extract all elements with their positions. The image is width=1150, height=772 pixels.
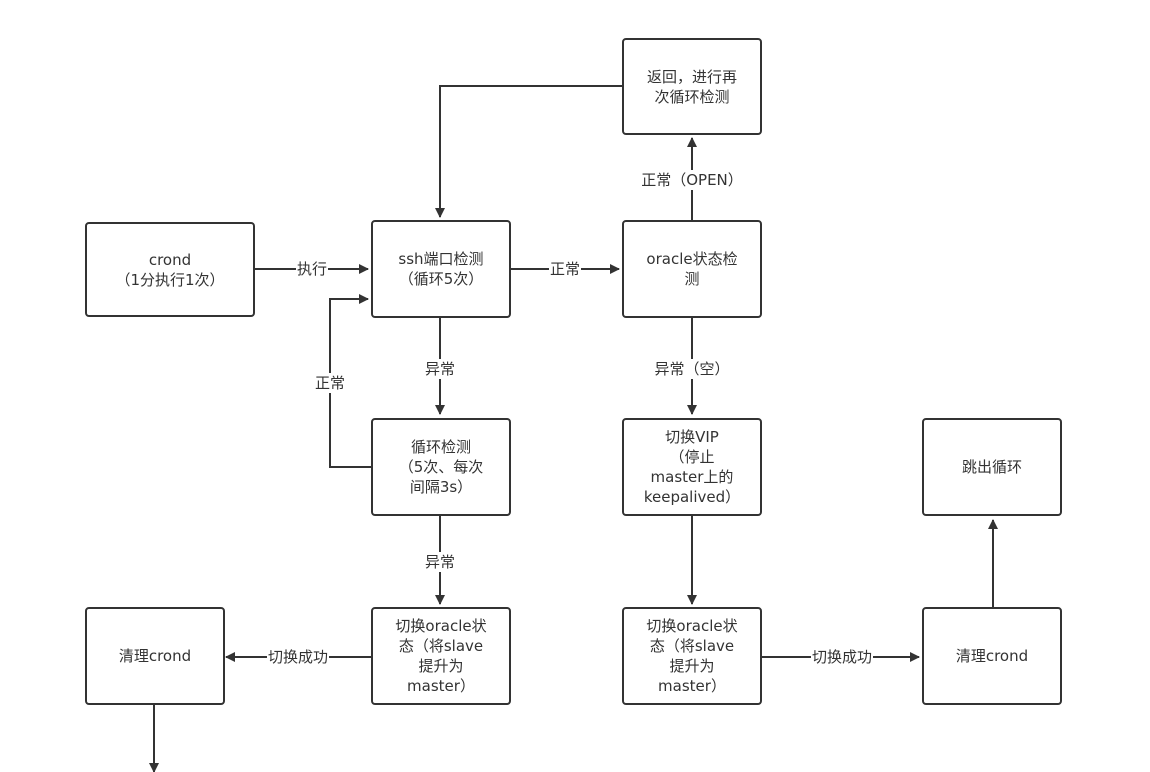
node-crond: crond（1分执行1次） <box>85 222 255 317</box>
node-return-line: 次循环检测 <box>654 87 730 106</box>
node-exit-line: 跳出循环 <box>961 458 1022 476</box>
node-crond-line: （1分执行1次） <box>115 270 225 289</box>
node-switch-right-line: master） <box>658 677 726 695</box>
node-loop-line: （5次、每次 <box>398 458 484 476</box>
node-loop-check: 循环检测 （5次、每次间隔3s） <box>371 418 511 516</box>
node-switch-left-line: 态（将slave <box>398 637 484 655</box>
node-switch-right-line: 态（将slave <box>649 637 735 655</box>
node-switch-oracle-right: 切换oracle状态（将slave 提升为 master） <box>622 607 762 705</box>
node-exit-loop: 跳出循环 <box>922 418 1062 516</box>
node-switch-vip: 切换VIP （停止 master上的 keepalived） <box>622 418 762 516</box>
node-vip-line: （停止 <box>669 448 715 466</box>
node-switch-left-line: 切换oracle状 <box>395 617 487 635</box>
node-ssh-line: （循环5次） <box>398 270 484 288</box>
node-oracle-line: 测 <box>684 270 700 288</box>
label-abnormal-empty: 异常（空） <box>653 359 731 379</box>
node-loop-line: 循环检测 <box>410 438 471 456</box>
label-normal-ssh: 正常 <box>548 259 582 279</box>
node-clean-crond-left: 清理crond <box>85 607 225 705</box>
node-ssh-line: ssh端口检测 <box>398 250 484 268</box>
label-normal-loop: 正常 <box>313 373 347 393</box>
label-normal-open: 正常（OPEN） <box>640 170 744 190</box>
label-abnormal-loop: 异常 <box>423 552 457 572</box>
node-switch-left-line: 提升为 <box>418 657 464 675</box>
node-oracle-status-check: oracle状态检测 <box>622 220 762 318</box>
label-switch-success-right: 切换成功 <box>810 647 874 667</box>
node-clean-crond-right: 清理crond <box>922 607 1062 705</box>
label-abnormal-ssh: 异常 <box>423 359 457 379</box>
node-vip-line: 切换VIP <box>665 428 719 446</box>
node-switch-left-line: master） <box>407 677 475 695</box>
node-vip-line: keepalived） <box>643 488 741 506</box>
node-ssh-port-check: ssh端口检测 （循环5次） <box>371 220 511 318</box>
node-return-loop: 返回，进行再次循环检测 <box>622 38 762 135</box>
node-switch-right-line: 提升为 <box>669 657 715 675</box>
node-switch-right-line: 切换oracle状 <box>646 617 738 635</box>
label-execute: 执行 <box>295 259 329 279</box>
node-return-line: 返回，进行再 <box>646 67 737 86</box>
node-vip-line: master上的 <box>650 468 734 486</box>
node-clean-left-line: 清理crond <box>118 647 192 665</box>
node-oracle-line: oracle状态检 <box>646 250 738 268</box>
node-clean-right-line: 清理crond <box>955 647 1029 665</box>
node-loop-line: 间隔3s） <box>409 478 473 496</box>
node-switch-oracle-left: 切换oracle状态（将slave 提升为 master） <box>371 607 511 705</box>
edge-return-to-ssh <box>435 85 623 218</box>
node-crond-line: crond <box>148 250 192 269</box>
label-switch-success-left: 切换成功 <box>266 647 330 667</box>
